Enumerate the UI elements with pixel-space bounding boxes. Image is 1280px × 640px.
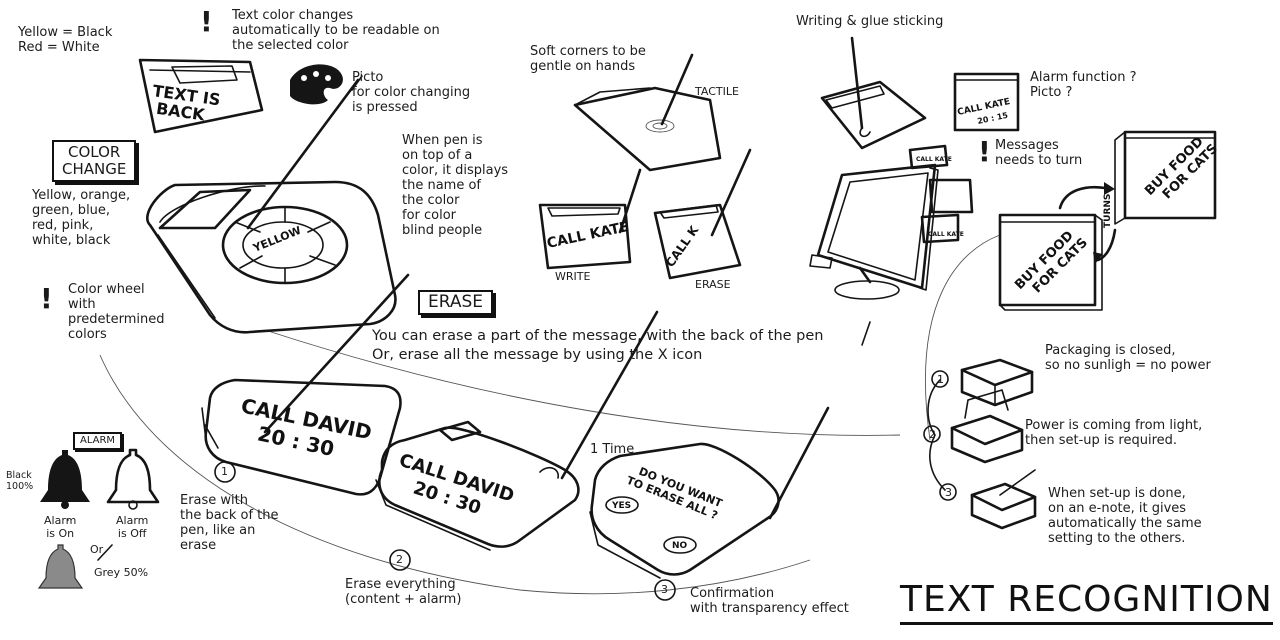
card-erase-2 <box>375 310 659 551</box>
guide-curve-right <box>925 234 1001 441</box>
no-label: NO <box>672 541 688 551</box>
device-glue <box>820 36 927 150</box>
step1-note: Erase with the back of the pen, like an … <box>180 493 279 553</box>
packaging-sketch <box>923 358 1037 530</box>
step3-number: 3 <box>661 583 668 596</box>
tactile-label: TACTILE <box>695 85 739 98</box>
exclamation-icon-2: ! <box>40 282 53 315</box>
step1-number: 1 <box>221 465 228 478</box>
step3-note: Confirmation with transparency effect <box>690 586 849 616</box>
color-wheel-label: YELLOW <box>250 224 303 255</box>
yes-label: YES <box>611 501 631 511</box>
power-light-note: Power is coming from light, then set-up … <box>1025 418 1203 448</box>
turns-label: TURNS <box>1103 194 1113 228</box>
erase-description: You can erase a part of the message, wit… <box>372 328 824 363</box>
card2-text: CALL DAVID20 : 30 <box>390 450 517 528</box>
text-color-note: Text color changes automatically to be r… <box>232 8 440 53</box>
write-label: WRITE <box>555 270 591 283</box>
monitor-note-small: CALL KATE <box>916 156 952 163</box>
yellow-red-note: Yellow = Black Red = White <box>18 25 113 55</box>
device-tactile <box>573 53 722 172</box>
pack-step-1: 1 <box>937 373 944 386</box>
pen-color-wheel <box>246 78 360 230</box>
exclamation-icon-3: ! <box>978 135 991 168</box>
confirm-question: DO YOU WANTTO ERASE ALL ? <box>625 462 725 523</box>
note-a-text: BUY FOODFOR CATS <box>1012 225 1091 304</box>
black-100-label: Black 100% <box>6 470 34 492</box>
card-confirm <box>589 406 830 579</box>
step-circle-1 <box>214 461 236 483</box>
write-card-text: CALL KATE <box>546 219 631 252</box>
step-circle-2 <box>389 549 411 571</box>
card-write <box>538 168 642 270</box>
bell-icon-on <box>40 450 90 509</box>
grey-50-label: Grey 50% <box>94 566 149 579</box>
alarm-heading: ALARM <box>73 432 123 450</box>
color-wheel-note: Color wheel with predetermined colors <box>68 282 165 342</box>
device-text-is-back <box>138 58 264 134</box>
notes-turning <box>998 130 1217 311</box>
pen-color-note: When pen is on top of a color, it displa… <box>402 133 509 238</box>
arrow-icon <box>97 544 113 561</box>
card-erase <box>653 148 752 280</box>
color-change-heading: COLOR CHANGE <box>52 140 137 182</box>
monitor-sketch <box>809 144 974 300</box>
card-alarm-small <box>953 72 1020 132</box>
pack-step-3: 3 <box>945 486 952 499</box>
exclamation-icon: ! <box>200 5 213 38</box>
step2-number: 2 <box>396 553 403 566</box>
alarm-on-label: Alarm is On <box>44 514 77 540</box>
device-color-wheel <box>146 180 397 334</box>
alarm-off-label: Alarm is Off <box>116 514 149 540</box>
messages-turn-note: Messages needs to turn <box>995 138 1083 168</box>
card1-text: CALL DAVID20 : 30 <box>234 393 374 468</box>
no-pill <box>663 536 697 554</box>
or-label: Or <box>90 543 104 556</box>
soft-corners-note: Soft corners to be gentle on hands <box>530 44 646 74</box>
packaging-closed-note: Packaging is closed, so no sunligh = no … <box>1045 343 1211 373</box>
note-b-text: BUY FOODFOR CATS <box>1142 131 1221 210</box>
palette-icon <box>290 64 343 105</box>
erase-label: ERASE <box>695 278 731 291</box>
bell-icon-off <box>106 448 160 510</box>
color-list-note: Yellow, orange, green, blue, red, pink, … <box>32 188 131 248</box>
alarm-function-note: Alarm function ? Picto ? <box>1030 70 1137 100</box>
pack-step-2: 2 <box>929 428 936 441</box>
page-title: TEXT RECOGNITION <box>900 580 1273 625</box>
card-erase-1 <box>201 273 410 496</box>
guide-curve-lower <box>99 354 811 595</box>
bell-icon-grey <box>37 544 113 589</box>
picto-note: Picto for color changing is pressed <box>352 70 471 115</box>
setup-done-note: When set-up is done, on an e-note, it gi… <box>1048 486 1202 546</box>
erase-card-text: CALL K <box>663 223 702 270</box>
writing-glue-note: Writing & glue sticking <box>796 14 944 29</box>
erase-heading: ERASE <box>418 290 494 315</box>
time-label: 1 Time <box>590 442 635 457</box>
step-circle-3 <box>654 579 676 601</box>
yes-pill <box>605 496 639 514</box>
monitor-note-small-2: CALL KATE <box>928 231 964 238</box>
step2-note: Erase everything (content + alarm) <box>345 577 462 607</box>
pen-small <box>861 321 871 346</box>
